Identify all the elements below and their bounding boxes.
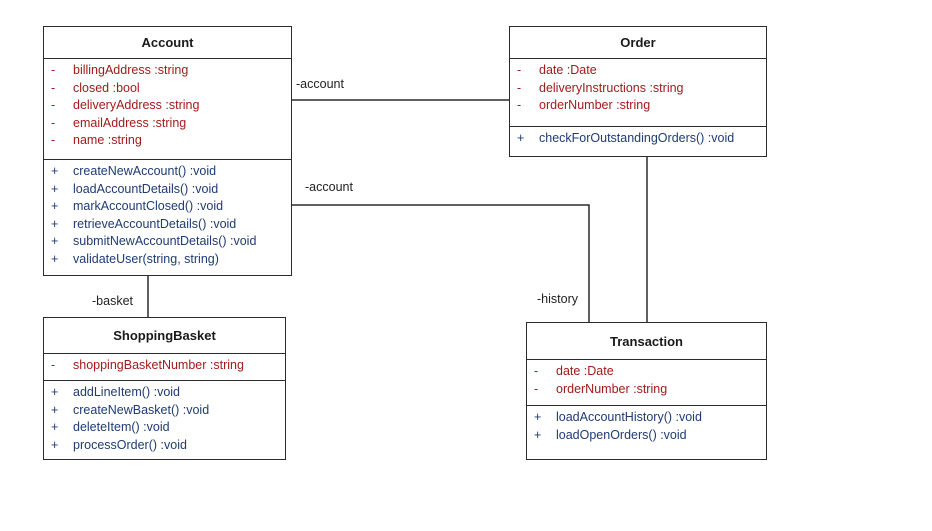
attribute-row: - closed :bool [44, 80, 291, 98]
attribute-row: - deliveryInstructions :string [510, 80, 766, 98]
visibility-marker: + [51, 199, 59, 214]
visibility-marker: + [51, 402, 59, 417]
operation-row: + submitNewAccountDetails() :void [44, 233, 291, 251]
visibility-marker: + [51, 181, 59, 196]
operation-text: loadAccountHistory() :void [556, 410, 702, 424]
attribute-text: date :Date [556, 364, 614, 378]
operation-row: + retrieveAccountDetails() :void [44, 216, 291, 234]
operation-text: loadAccountDetails() :void [73, 181, 219, 196]
attribute-text: deliveryAddress :string [73, 98, 200, 113]
visibility-marker: + [51, 216, 59, 231]
visibility-marker: - [517, 98, 522, 113]
operation-row: + createNewBasket() :void [44, 402, 285, 420]
operation-row: + deleteItem() :void [44, 419, 285, 437]
association-label-history: -history [537, 292, 578, 306]
class-account-name: Account [44, 27, 291, 59]
visibility-marker: - [534, 364, 539, 378]
attribute-text: date :Date [539, 63, 597, 77]
attribute-text: orderNumber :string [556, 381, 668, 396]
operation-text: processOrder() :void [73, 437, 187, 452]
attribute-row: - orderNumber :string [527, 381, 766, 399]
operation-text: addLineItem() :void [73, 385, 181, 399]
operation-text: checkForOutstandingOrders() :void [539, 131, 735, 145]
class-transaction[interactable]: Transaction - date :Date - orderNumber :str… [526, 322, 767, 460]
visibility-marker: - [51, 115, 56, 130]
class-account-attributes: - billingAddress :string - closed :bool - del… [44, 59, 291, 160]
attribute-text: emailAddress :string [73, 115, 187, 130]
visibility-marker: - [517, 80, 522, 95]
visibility-marker: - [51, 358, 56, 372]
visibility-marker: - [534, 381, 539, 396]
attribute-row: - orderNumber :string [510, 97, 766, 115]
class-shoppingbasket-attributes: - shoppingBasketNumber :string [44, 354, 285, 381]
visibility-marker: + [534, 427, 542, 442]
visibility-marker: + [51, 251, 59, 266]
class-transaction-operations: + loadAccountHistory() :void + loadOpenOrde… [527, 406, 766, 458]
operation-text: createNewBasket() :void [73, 402, 210, 417]
class-account[interactable]: Account - billingAddress :string - closed :… [43, 26, 292, 276]
visibility-marker: + [517, 131, 525, 145]
operation-row: + markAccountClosed() :void [44, 198, 291, 216]
visibility-marker: + [51, 234, 59, 249]
attribute-text: deliveryInstructions :string [539, 80, 684, 95]
operation-text: createNewAccount() :void [73, 164, 217, 178]
class-shoppingbasket-name: ShoppingBasket [44, 318, 285, 354]
attribute-text: billingAddress :string [73, 63, 189, 77]
attribute-row: - date :Date [527, 363, 766, 381]
class-order[interactable]: Order - date :Date - deliveryInstructions :… [509, 26, 767, 157]
visibility-marker: + [51, 385, 59, 399]
visibility-marker: - [51, 133, 56, 148]
operation-row: + loadAccountDetails() :void [44, 181, 291, 199]
attribute-row: - shoppingBasketNumber :string [44, 357, 285, 375]
attribute-text: name :string [73, 133, 142, 148]
operation-text: deleteItem() :void [73, 420, 170, 435]
visibility-marker: - [51, 63, 56, 77]
attribute-row: - emailAddress :string [44, 115, 291, 133]
visibility-marker: - [51, 80, 56, 95]
class-order-attributes: - date :Date - deliveryInstructions :string… [510, 59, 766, 127]
class-order-operations: + checkForOutstandingOrders() :void [510, 127, 766, 155]
class-transaction-name: Transaction [527, 323, 766, 360]
visibility-marker: + [51, 164, 59, 178]
operation-row: + checkForOutstandingOrders() :void [510, 130, 766, 148]
association-label-basket: -basket [92, 294, 133, 308]
visibility-marker: + [51, 437, 59, 452]
attribute-text: shoppingBasketNumber :string [73, 358, 244, 372]
attribute-row: - deliveryAddress :string [44, 97, 291, 115]
visibility-marker: - [517, 63, 522, 77]
operation-row: + loadOpenOrders() :void [527, 427, 766, 445]
association-label-account-order: -account [296, 77, 344, 91]
operation-row: + addLineItem() :void [44, 384, 285, 402]
visibility-marker: + [51, 420, 59, 435]
class-account-operations: + createNewAccount() :void + loadAccountDet… [44, 160, 291, 274]
operation-row: + createNewAccount() :void [44, 163, 291, 181]
attribute-text: orderNumber :string [539, 98, 651, 113]
operation-text: markAccountClosed() :void [73, 199, 224, 214]
association-label-account-transaction: -account [305, 180, 353, 194]
operation-text: retrieveAccountDetails() :void [73, 216, 237, 231]
operation-text: submitNewAccountDetails() :void [73, 234, 257, 249]
operation-text: loadOpenOrders() :void [556, 427, 687, 442]
attribute-row: - billingAddress :string [44, 62, 291, 80]
visibility-marker: + [534, 410, 542, 424]
class-transaction-attributes: - date :Date - orderNumber :string [527, 360, 766, 406]
operation-row: + loadAccountHistory() :void [527, 409, 766, 427]
visibility-marker: - [51, 98, 56, 113]
attribute-text: closed :bool [73, 80, 140, 95]
attribute-row: - name :string [44, 132, 291, 150]
class-order-name: Order [510, 27, 766, 59]
operation-text: validateUser(string, string) [73, 251, 219, 266]
class-shoppingbasket[interactable]: ShoppingBasket - shoppingBasketNumber :st… [43, 317, 286, 460]
attribute-row: - date :Date [510, 62, 766, 80]
class-shoppingbasket-operations: + addLineItem() :void + createNewBasket() :… [44, 381, 285, 458]
operation-row: + validateUser(string, string) [44, 251, 291, 269]
operation-row: + processOrder() :void [44, 437, 285, 455]
